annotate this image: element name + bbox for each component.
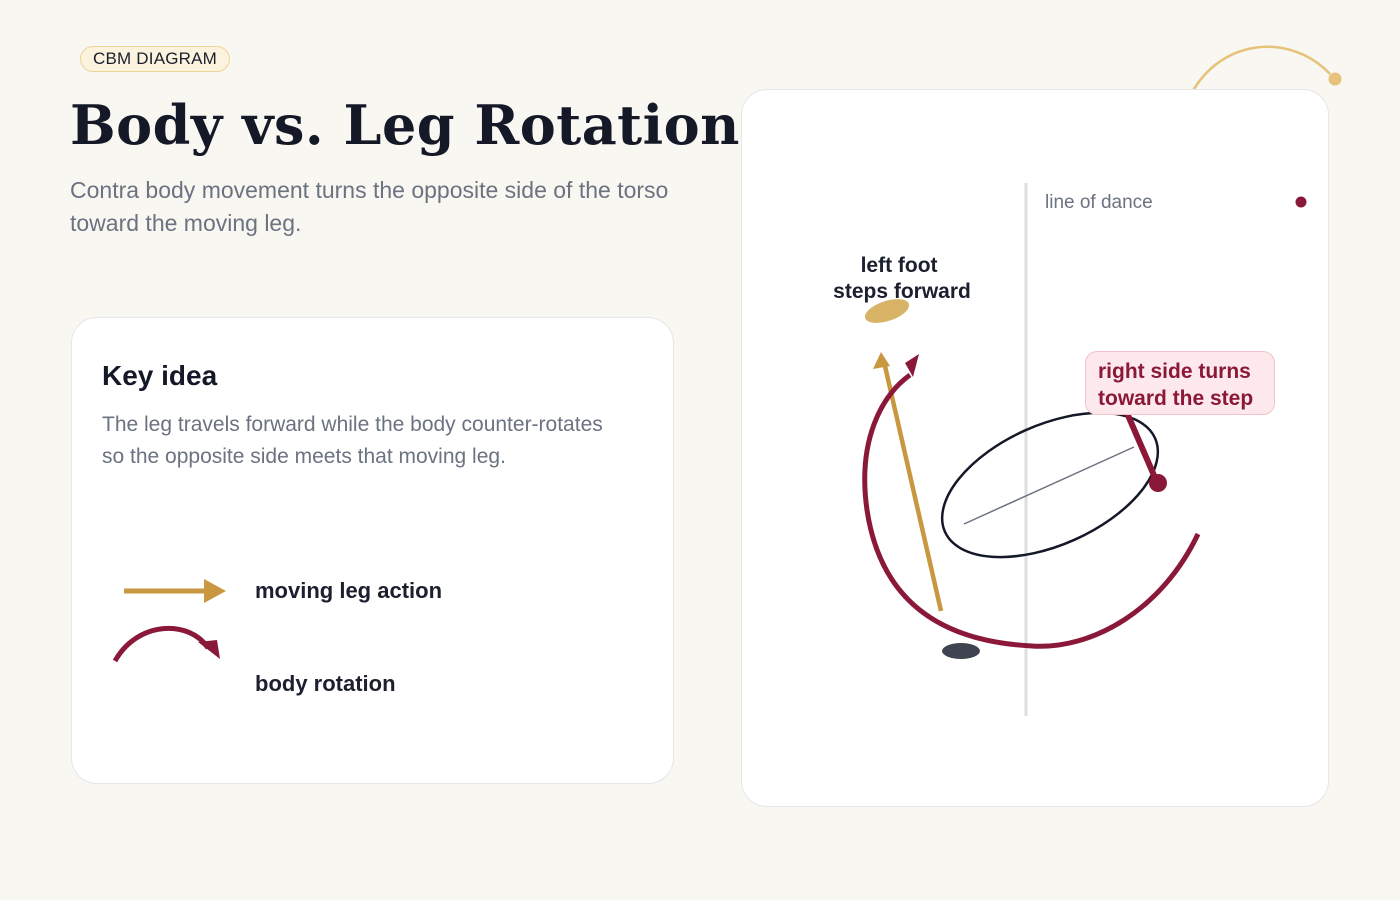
leg-action-arrow <box>882 365 944 612</box>
key-idea-card: Key idea The leg travels forward while t… <box>71 317 674 784</box>
decorative-arc-icon <box>1188 45 1342 97</box>
callout-line-1: right side turns <box>1098 360 1251 383</box>
key-idea-text: The leg travels forward while the body c… <box>102 413 603 468</box>
foot-label-line-2: steps forward <box>833 280 971 303</box>
moving-foot <box>864 299 910 323</box>
foot-label-line-1: left foot <box>861 254 938 277</box>
callout-line-2: toward the step <box>1098 387 1254 410</box>
legend-label-body-rotation: body rotation <box>255 671 396 696</box>
standing-foot <box>942 643 980 659</box>
line-of-dance-marker <box>1295 196 1307 208</box>
foot-label: left foot steps forward <box>833 254 971 303</box>
torso-axis <box>963 446 1135 525</box>
key-idea-title: Key idea <box>102 360 218 391</box>
cbm-diagram-card: line of dance left foot steps forward ri… <box>741 89 1329 807</box>
torso-outline <box>940 411 1160 559</box>
body-rotation-arrowhead <box>905 354 919 377</box>
straight-arrow-icon <box>124 579 226 603</box>
leg-action-arrowhead <box>873 352 890 369</box>
body-rotation-arc <box>862 372 1201 649</box>
page-title: Body vs. Leg Rotation <box>70 93 740 157</box>
cbm-diagram: line of dance left foot steps forward <box>833 183 1307 716</box>
right-side-callout: right side turns toward the step <box>1085 351 1275 415</box>
legend-label-leg-action: moving leg action <box>255 578 443 603</box>
diagram-badge: CBM DIAGRAM <box>80 46 231 72</box>
line-of-dance-label: line of dance <box>1045 192 1153 213</box>
right-side-marker <box>1149 474 1167 492</box>
right-side-pointer <box>1124 411 1159 482</box>
page-subtitle: Contra body movement turns the opposite … <box>70 177 669 236</box>
curved-arrow-icon <box>112 626 220 663</box>
